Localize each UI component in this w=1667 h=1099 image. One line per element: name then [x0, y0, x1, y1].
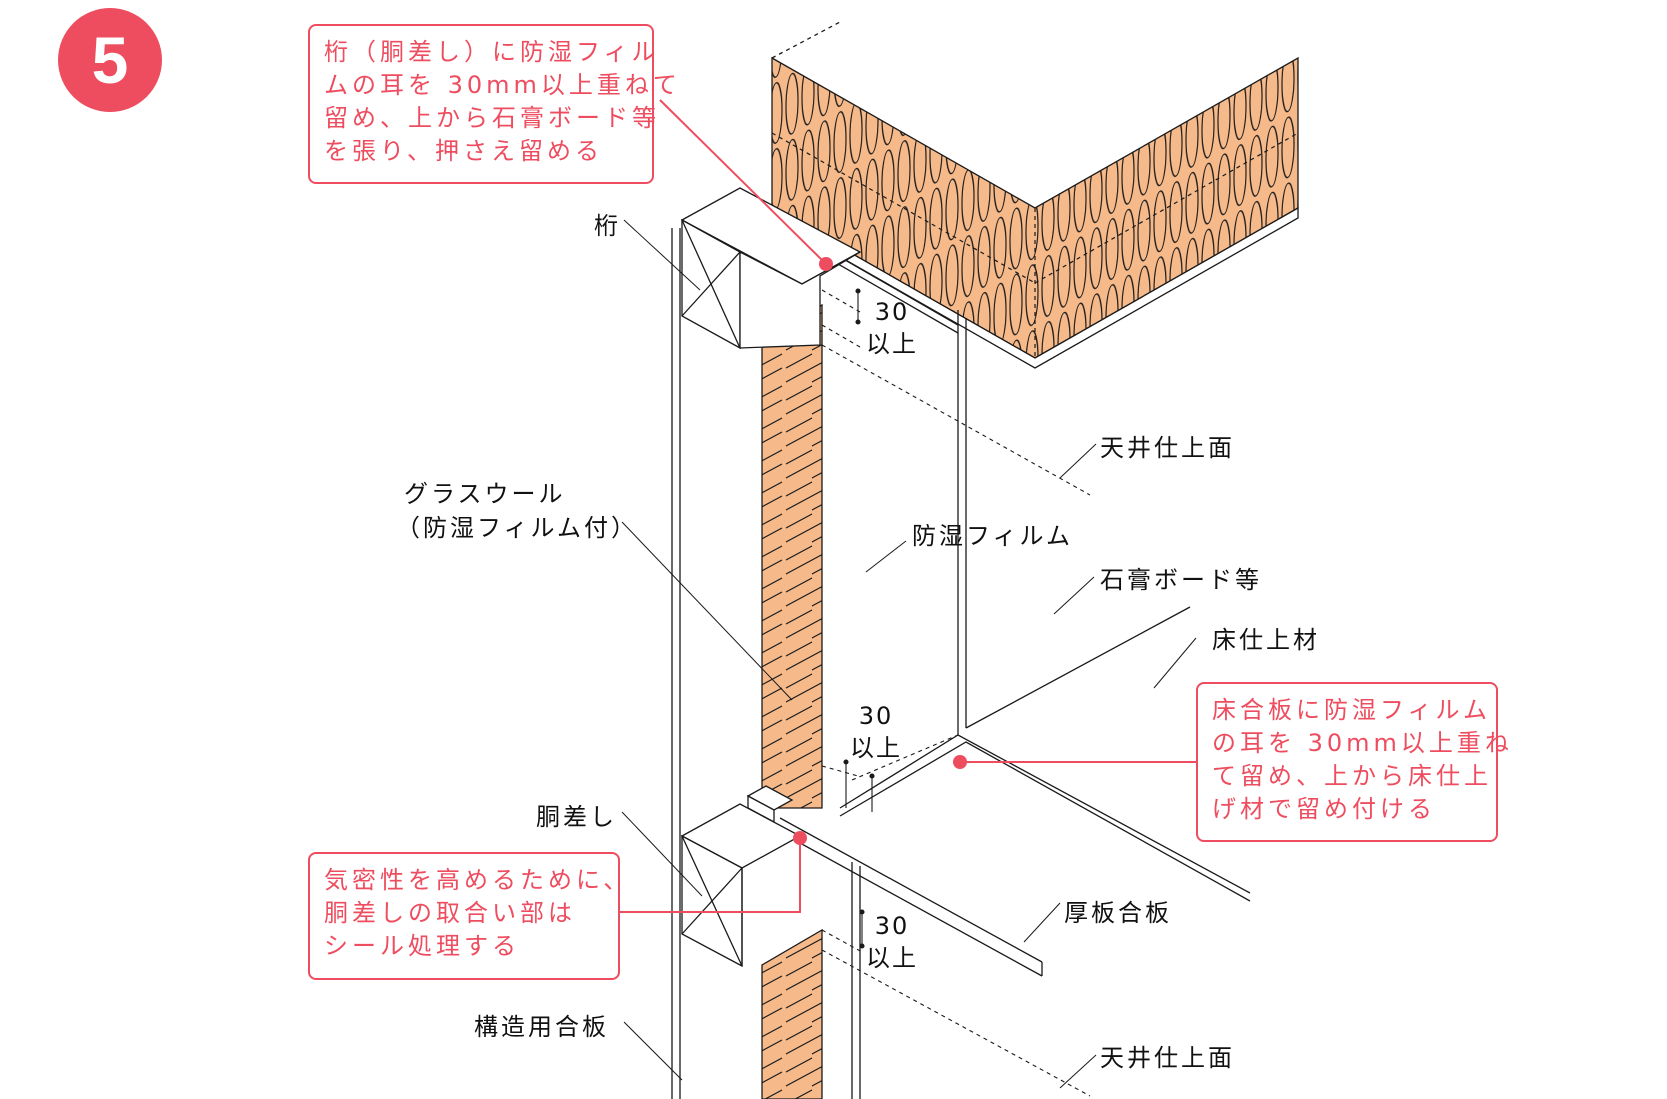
dimension-top: 30 以上 [862, 296, 922, 360]
callout-seal-line-3: シール処理する [324, 932, 520, 960]
callout-seal-line-1: 気密性を高めるために、 [324, 866, 632, 894]
lower-dashed-lines [821, 734, 1091, 1097]
callout-floor-line-3: て留め、上から床仕上 [1212, 762, 1492, 790]
lower-wall [851, 862, 861, 1099]
floor-system [746, 606, 1251, 977]
callout-keta-line-1: 桁（胴差し）に防湿フィル [324, 38, 660, 66]
callout-keta-line-4: を張り、押さえ留める [324, 137, 604, 165]
dimension-bottom-unit: 以上 [866, 944, 918, 972]
label-glass-wool-sub: （防湿フィルム付） [396, 514, 639, 542]
callout-seal-line-2: 胴差しの取合い部は [324, 899, 576, 927]
label-keta: 桁 [594, 212, 621, 240]
label-boushitsu-film: 防湿フィルム [912, 522, 1074, 550]
callout-floor-line-1: 床合板に防湿フィルム [1212, 696, 1492, 724]
callout-keta-line-2: ムの耳を 30mm以上重ねて [324, 71, 681, 99]
dim-ticks-middle [843, 759, 875, 812]
callout-floor-line-2: の耳を 30mm以上重ね [1212, 729, 1513, 757]
label-tenjou-lower: 天井仕上面 [1100, 1044, 1235, 1072]
callout-dots [793, 257, 967, 845]
label-dousashi: 胴差し [536, 803, 617, 831]
callout-seal: 気密性を高めるために、 胴差しの取合い部は シール処理する [308, 852, 632, 980]
dimension-top-value: 30 [874, 298, 910, 326]
dimension-middle-unit: 以上 [850, 734, 902, 762]
label-kouzou-gouhan: 構造用合板 [474, 1013, 609, 1041]
dim-ticks-bottom [859, 909, 865, 949]
label-atsuita-gouhan: 厚板合板 [1064, 899, 1172, 927]
dim-ticks-top [855, 288, 861, 325]
upper-dashed-lines [821, 289, 1091, 496]
step-number-badge: 5 [58, 8, 162, 112]
glass-wool-lower [761, 928, 823, 1099]
label-glass-wool: グラスウール [404, 480, 566, 508]
callout-leaders [620, 99, 1198, 913]
callout-floor-line-4: げ材で留め付ける [1212, 795, 1436, 823]
glass-wool-upper [761, 303, 823, 809]
label-tenjou-upper: 天井仕上面 [1100, 434, 1235, 462]
leader-lines [621, 219, 1197, 1089]
dimension-top-unit: 以上 [866, 330, 918, 358]
label-yuka-shiagezai: 床仕上材 [1212, 626, 1320, 654]
keta-beam [680, 187, 862, 350]
dimension-bottom-value: 30 [874, 912, 910, 940]
callout-floor-film: 床合板に防湿フィルム の耳を 30mm以上重ね て留め、上から床仕上 げ材で留め… [1196, 682, 1513, 842]
callout-keta-line-3: 留め、上から石膏ボード等 [324, 104, 660, 132]
dimension-middle: 30 以上 [846, 700, 906, 764]
dousashi-beam [680, 803, 802, 968]
callout-keta-film: 桁（胴差し）に防湿フィル ムの耳を 30mm以上重ねて 留め、上から石膏ボード等… [308, 24, 681, 184]
dimension-bottom: 30 以上 [862, 910, 922, 974]
label-sekkou-board: 石膏ボード等 [1100, 566, 1262, 594]
dimension-middle-value: 30 [858, 702, 894, 730]
ceiling-insulation [771, 21, 1299, 369]
upper-wall [671, 228, 967, 1099]
